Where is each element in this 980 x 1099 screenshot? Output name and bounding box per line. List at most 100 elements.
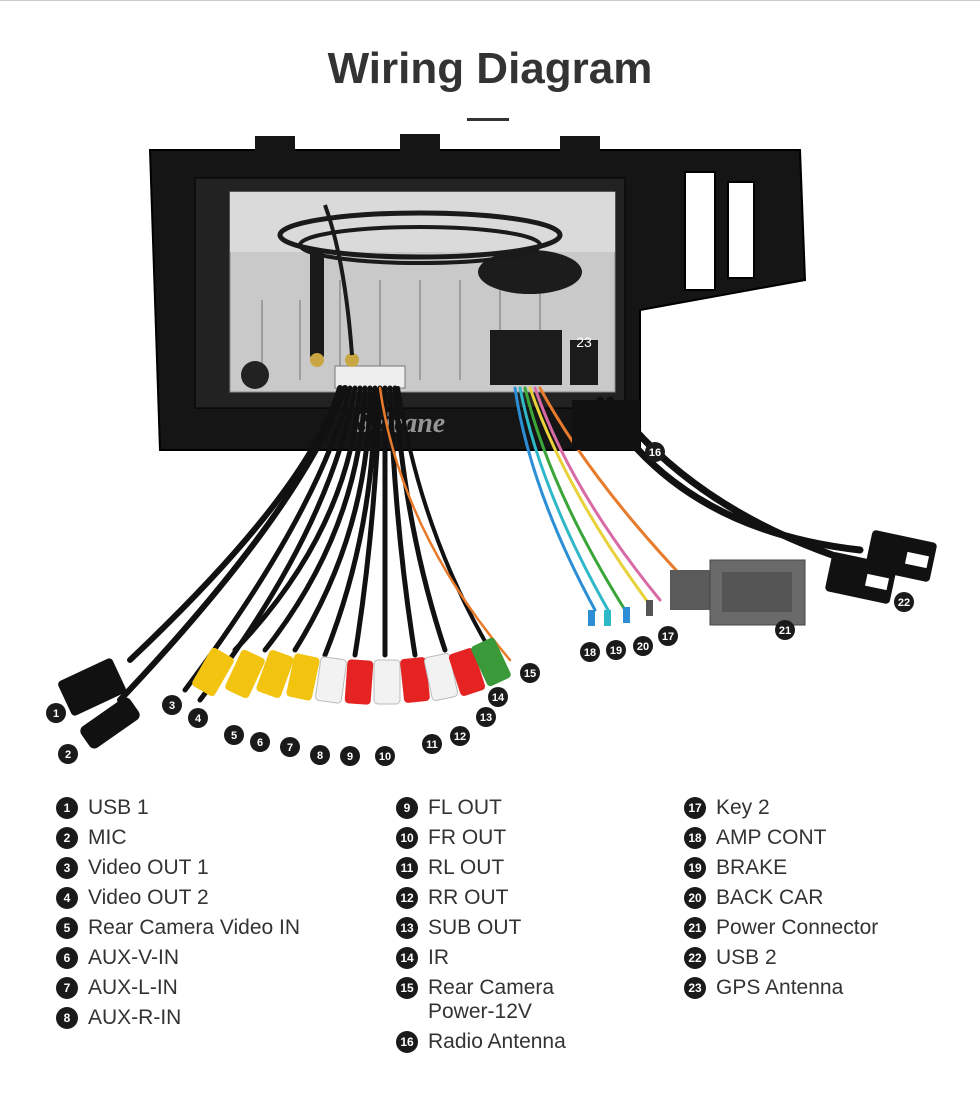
callout-text: 22 xyxy=(898,597,910,609)
head-unit: Seicane xyxy=(148,134,807,451)
callout-number-badge: 5 xyxy=(56,917,78,939)
callout-number-badge: 23 xyxy=(684,977,706,999)
callout-circle xyxy=(162,695,182,715)
callout-text: 6 xyxy=(257,737,263,749)
diagram-callout-9: 9 xyxy=(340,746,360,766)
diagram-callout-12: 12 xyxy=(450,726,470,746)
power-connector xyxy=(670,559,806,626)
callout-number-badge: 7 xyxy=(56,977,78,999)
callout-text: 1 xyxy=(53,708,59,720)
legend-label: FR OUT xyxy=(428,826,507,849)
callout-circle xyxy=(375,746,395,766)
callout-text: 9 xyxy=(347,751,353,763)
callout-circle xyxy=(450,726,470,746)
callout-text: 20 xyxy=(637,641,649,653)
title-underline xyxy=(467,118,509,121)
callout-circle xyxy=(250,732,270,752)
callout-number-badge: 14 xyxy=(396,947,418,969)
legend-item: 14 IR xyxy=(396,946,566,970)
rca-connectors xyxy=(192,637,511,705)
callout-number-badge: 9 xyxy=(396,797,418,819)
callout-number-badge: 17 xyxy=(684,797,706,819)
page-title: Wiring Diagram xyxy=(327,44,653,93)
callout-number-badge: 22 xyxy=(684,947,706,969)
legend-label: AMP CONT xyxy=(716,826,827,849)
legend-item: 8 AUX-R-IN xyxy=(56,1006,300,1030)
callout-text: 11 xyxy=(426,739,438,751)
callout-text: 18 xyxy=(584,647,596,659)
legend-label: BRAKE xyxy=(716,856,788,879)
callout-number-badge: 3 xyxy=(56,857,78,879)
callout-number-badge: 8 xyxy=(56,1007,78,1029)
diagram-callout-1: 1 xyxy=(46,703,66,723)
callout-text: 7 xyxy=(287,742,293,754)
callout-circle xyxy=(58,744,78,764)
diagram-callout-20: 20 xyxy=(633,636,653,656)
callout-number-badge: 16 xyxy=(396,1031,418,1053)
diagram-callout-19: 19 xyxy=(606,640,626,660)
legend-label: AUX-R-IN xyxy=(88,1006,182,1029)
legend-label: IR xyxy=(428,946,449,969)
usb1-and-mic xyxy=(58,658,140,749)
legend-item: 16 Radio Antenna xyxy=(396,1030,566,1054)
callout-number-badge: 18 xyxy=(684,827,706,849)
callout-circle xyxy=(606,640,626,660)
legend-label: Rear Camera Video IN xyxy=(88,916,301,939)
legend-label: Radio Antenna xyxy=(428,1030,566,1053)
callout-text: 17 xyxy=(662,631,674,643)
callout-text: 15 xyxy=(524,668,536,680)
diagram-callout-4: 4 xyxy=(188,708,208,728)
legend-item: 5 Rear Camera Video IN xyxy=(56,916,300,940)
diagram-callout-22: 22 xyxy=(894,592,914,612)
callout-number-badge: 12 xyxy=(396,887,418,909)
callout-text: 16 xyxy=(649,447,661,459)
legend-item: 22 USB 2 xyxy=(684,946,878,970)
callout-text: 21 xyxy=(779,625,791,637)
legend-label: AUX-V-IN xyxy=(88,946,180,969)
callout-circle xyxy=(658,626,678,646)
callout-text: 19 xyxy=(610,645,622,657)
callout-circle xyxy=(188,708,208,728)
diagram-callout-2: 2 xyxy=(58,744,78,764)
legend-label: SUB OUT xyxy=(428,916,522,939)
callout-circle xyxy=(894,592,914,612)
callout-number-badge: 1 xyxy=(56,797,78,819)
callout-circle xyxy=(46,703,66,723)
legend-label: Key 2 xyxy=(716,796,770,819)
legend-label: USB 2 xyxy=(716,946,777,969)
legend-item: 2 MIC xyxy=(56,826,300,850)
legend-item: 9 FL OUT xyxy=(396,796,566,820)
legend-label: Video OUT 2 xyxy=(88,886,209,909)
legend-item: 3 Video OUT 1 xyxy=(56,856,300,880)
callout-number-badge: 2 xyxy=(56,827,78,849)
callout-circle xyxy=(520,663,540,683)
callout-circle xyxy=(645,442,665,462)
legend-label: Rear Camera Power-12V xyxy=(428,976,555,1023)
callout-text: 10 xyxy=(379,751,391,763)
diagram-callout-10: 10 xyxy=(375,746,395,766)
diagram-callout-17: 17 xyxy=(658,626,678,646)
legend-item: 20 BACK CAR xyxy=(684,886,878,910)
callout-circle xyxy=(280,737,300,757)
callout-text: 23 xyxy=(576,334,592,350)
legend-label: FL OUT xyxy=(428,796,502,819)
legend-label: BACK CAR xyxy=(716,886,824,909)
diagram-callout-8: 8 xyxy=(310,745,330,765)
callout-circle xyxy=(310,745,330,765)
legend-label: Video OUT 1 xyxy=(88,856,209,879)
diagram-callout-7: 7 xyxy=(280,737,300,757)
legend-label: MIC xyxy=(88,826,127,849)
diagram-callout-18: 18 xyxy=(580,642,600,662)
callout-number-badge: 20 xyxy=(684,887,706,909)
